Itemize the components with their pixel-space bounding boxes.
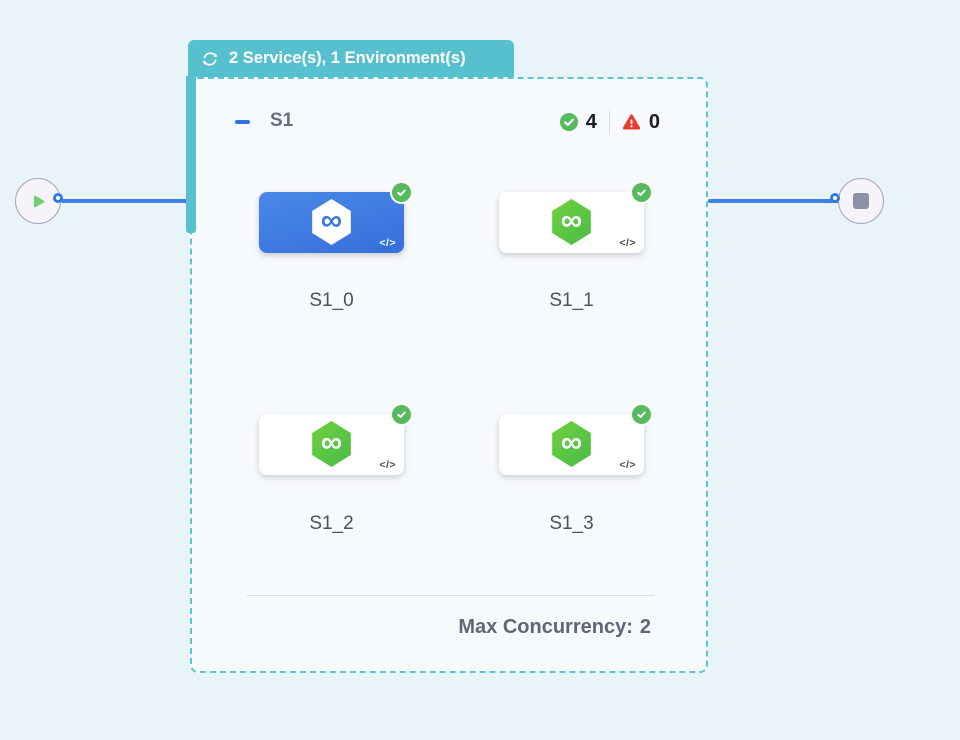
success-count: 4	[585, 110, 597, 133]
max-concurrency-label: Max Concurrency:	[458, 616, 633, 638]
infinity-icon: ∞	[560, 203, 583, 237]
status-divider	[608, 110, 610, 134]
stage-matrix-panel: S1 4 0 ∞	[190, 77, 708, 673]
end-node-port[interactable]	[830, 193, 840, 203]
edge-start-to-stage	[61, 199, 191, 203]
stage-services-tab[interactable]: 2 Service(s), 1 Environment(s)	[188, 40, 514, 77]
success-icon	[559, 113, 578, 131]
pipeline-end-node[interactable]	[838, 178, 884, 224]
service-card-label: S1_3	[549, 513, 594, 534]
service-card-s1-2[interactable]: ∞ </>	[259, 403, 413, 475]
stage-name: S1	[270, 110, 294, 131]
footer-divider	[247, 595, 655, 596]
success-badge-icon	[630, 181, 653, 204]
success-badge-icon	[630, 403, 653, 426]
stage-tab-left-strip	[186, 76, 196, 233]
status-summary: 4 0	[559, 107, 660, 137]
edge-stage-to-end	[708, 199, 839, 203]
start-node-port[interactable]	[53, 193, 63, 203]
infinity-icon: ∞	[320, 425, 343, 459]
harness-step-icon: ∞	[312, 199, 351, 245]
service-card-s1-1[interactable]: ∞ </>	[499, 181, 653, 253]
harness-step-icon: ∞	[552, 421, 591, 467]
collapse-button[interactable]	[235, 114, 257, 130]
failed-icon	[622, 113, 641, 129]
success-badge-icon	[390, 403, 413, 426]
max-concurrency-value: 2	[639, 616, 651, 638]
failed-count: 0	[648, 110, 660, 133]
code-icon: </>	[379, 237, 396, 249]
service-card-label: S1_0	[309, 290, 354, 311]
code-icon: </>	[619, 237, 636, 249]
infinity-icon: ∞	[320, 203, 343, 237]
matrix-header: S1 4 0	[192, 107, 706, 137]
harness-step-icon: ∞	[312, 421, 351, 467]
service-card-s1-0[interactable]: ∞ </>	[259, 181, 413, 253]
stop-icon	[853, 193, 869, 209]
service-card-label: S1_2	[309, 513, 354, 534]
service-card-label: S1_1	[549, 290, 594, 311]
service-card-s1-3[interactable]: ∞ </>	[499, 403, 653, 475]
play-icon	[33, 195, 44, 207]
stage-tab-label: 2 Service(s), 1 Environment(s)	[229, 49, 466, 67]
code-icon: </>	[379, 459, 396, 471]
harness-step-icon: ∞	[552, 199, 591, 245]
success-badge-icon	[390, 181, 413, 204]
code-icon: </>	[619, 459, 636, 471]
infinity-icon: ∞	[560, 425, 583, 459]
loop-icon	[202, 51, 218, 66]
max-concurrency: Max Concurrency: 2	[458, 616, 651, 639]
minus-icon	[235, 120, 250, 124]
